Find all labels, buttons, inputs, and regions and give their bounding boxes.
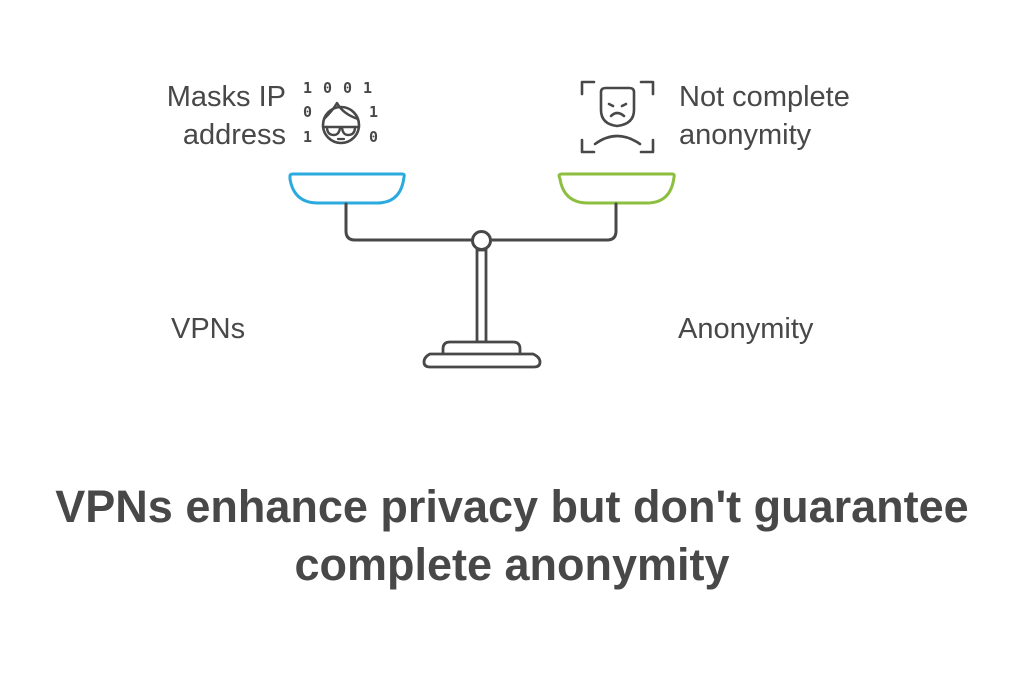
binary-digit: 0: [323, 79, 332, 97]
scale-post: [475, 248, 488, 344]
diagram-title: VPNs enhance privacy but don't guarantee…: [0, 478, 1024, 594]
masked-person-binary-icon: 1 0 0 1 0 1 1 0: [303, 79, 378, 146]
binary-digit: 0: [369, 128, 378, 146]
binary-digit: 1: [369, 103, 378, 121]
right-description: Not complete anonymity: [679, 78, 850, 154]
binary-digit: 1: [303, 128, 312, 146]
scale-base-lower: [422, 352, 542, 369]
binary-digit: 0: [343, 79, 352, 97]
right-description-line: Not complete: [679, 81, 850, 113]
right-description-line: anonymity: [679, 119, 812, 151]
left-side-label: VPNs: [171, 313, 246, 345]
title-line: VPNs enhance privacy but don't guarantee: [55, 481, 969, 532]
left-pan: [288, 172, 406, 205]
right-side-label: Anonymity: [678, 313, 814, 345]
binary-digit: 1: [303, 79, 312, 97]
scale-base-upper: [441, 340, 522, 354]
left-description-line: Masks IP: [166, 81, 286, 113]
right-pan: [557, 172, 676, 205]
left-description-line: address: [182, 119, 286, 151]
binary-digit: 1: [363, 79, 372, 97]
scale-pivot: [471, 230, 492, 251]
face-scan-frown-icon: [580, 80, 655, 154]
binary-digit: 0: [303, 103, 312, 121]
left-description: Masks IP address: [167, 78, 286, 154]
scale-beam: [344, 202, 618, 242]
title-line: complete anonymity: [294, 539, 730, 590]
